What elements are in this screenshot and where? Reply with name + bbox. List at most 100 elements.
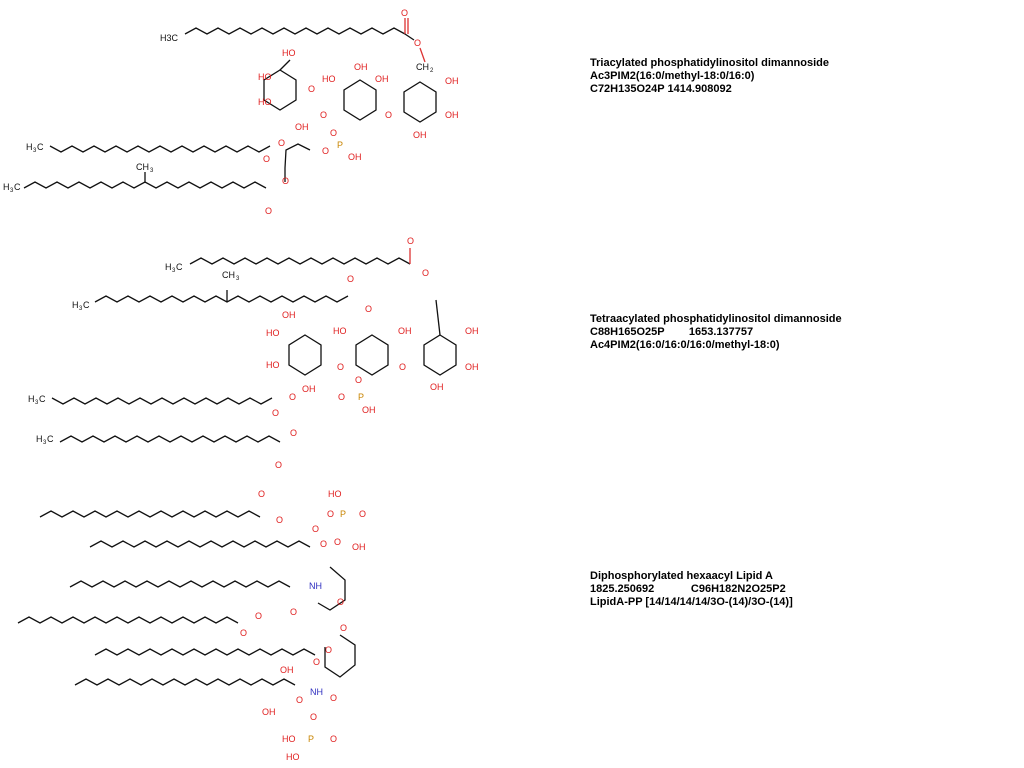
acyl-chain-1 [189,257,411,265]
svg-text:HO: HO [258,72,272,82]
svg-text:3: 3 [43,440,47,446]
svg-text:OH: OH [302,384,316,394]
svg-text:2: 2 [430,68,434,74]
glucosamine-2 [324,634,356,678]
caption-ac3pim2: Triacylated phosphatidylinositol dimanno… [590,57,829,96]
svg-text:OH: OH [413,130,427,140]
molecule-formula-mass: 1825.250692 C96H182N2O25P2 [590,583,786,595]
svg-text:O: O [275,460,282,470]
svg-text:O: O [355,375,362,385]
svg-text:H: H [28,394,35,404]
svg-text:O: O [334,537,341,547]
svg-text:3: 3 [10,188,14,194]
svg-text:O: O [272,408,279,418]
svg-text:OH: OH [445,110,459,120]
svg-text:HO: HO [322,74,336,84]
svg-text:O: O [240,628,247,638]
svg-text:CH: CH [222,270,235,280]
svg-text:C: C [14,182,21,192]
svg-text:H: H [3,182,10,192]
svg-text:3: 3 [236,276,240,282]
svg-text:O: O [399,362,406,372]
acyl-chain-3 [51,397,273,405]
svg-text:OH: OH [445,76,459,86]
methyl-label: H3C [160,33,179,43]
lipid-chain-3 [69,580,291,588]
svg-text:O: O [255,611,262,621]
svg-text:O: O [340,623,347,633]
lipid-chain-1 [39,510,261,518]
molecule-shorthand: Ac3PIM2(16:0/methyl-18:0/16:0) [590,70,755,82]
molecule-name: Triacylated phosphatidylinositol dimanno… [590,57,829,69]
svg-text:HO: HO [258,97,272,107]
caption-ac4pim2: Tetraacylated phosphatidylinositol diman… [590,313,842,352]
svg-text:OH: OH [262,707,276,717]
svg-text:O: O [414,38,421,48]
nh-label: NH [309,581,322,591]
svg-text:O: O [312,524,319,534]
svg-text:O: O [337,362,344,372]
svg-text:H: H [26,142,33,152]
acyl-chain-4 [59,435,281,443]
acyl-chain-2-branched [94,295,349,303]
svg-text:O: O [258,489,265,499]
svg-text:H: H [72,300,79,310]
svg-text:O: O [265,206,272,216]
svg-text:HO: HO [328,489,342,499]
molecule-name: Diphosphorylated hexaacyl Lipid A [590,570,773,582]
svg-text:CH: CH [136,162,149,172]
svg-text:C: C [47,434,54,444]
svg-text:O: O [325,645,332,655]
svg-text:O: O [313,657,320,667]
acyl-chain-top [184,27,406,35]
svg-text:P: P [358,392,364,402]
svg-text:O: O [401,8,408,18]
svg-text:HO: HO [266,360,280,370]
svg-text:O: O [320,110,327,120]
svg-text:HO: HO [333,326,347,336]
svg-text:3: 3 [35,400,39,406]
svg-text:CH: CH [416,62,429,72]
svg-text:3: 3 [172,268,176,274]
molecule-shorthand: Ac4PIM2(16:0/16:0/16:0/methyl-18:0) [590,339,780,351]
svg-text:HO: HO [282,48,296,58]
svg-text:OH: OH [354,62,368,72]
svg-text:OH: OH [282,310,296,320]
svg-text:OH: OH [375,74,389,84]
svg-text:O: O [327,509,334,519]
svg-text:OH: OH [398,326,412,336]
svg-text:C: C [83,300,90,310]
svg-text:O: O [385,110,392,120]
svg-text:O: O [290,607,297,617]
svg-text:OH: OH [348,152,362,162]
svg-text:O: O [290,428,297,438]
svg-text:O: O [308,84,315,94]
lipid-chain-4 [17,616,239,624]
lipid-chain-5 [94,648,316,656]
svg-text:O: O [407,236,414,246]
svg-text:O: O [296,695,303,705]
svg-text:O: O [338,392,345,402]
lipid-chain-6 [74,678,296,686]
svg-text:C: C [176,262,183,272]
lipid-chain-2 [89,540,311,548]
acyl-chain-mid [49,145,271,153]
acyl-chain-branched [23,181,267,189]
svg-text:O: O [365,304,372,314]
svg-text:O: O [322,146,329,156]
svg-text:O: O [347,274,354,284]
molecule-formula-mass: C88H165O25P 1653.137757 [590,326,754,338]
svg-text:O: O [359,509,366,519]
svg-text:O: O [330,693,337,703]
svg-text:O: O [263,154,270,164]
svg-text:H: H [36,434,43,444]
svg-text:3: 3 [79,306,83,312]
svg-text:O: O [320,539,327,549]
svg-text:OH: OH [295,122,309,132]
svg-text:O: O [276,515,283,525]
svg-text:HO: HO [282,734,296,744]
svg-text:O: O [422,268,429,278]
molecule-shorthand: LipidA-PP [14/14/14/14/3O-(14)/3O-(14)] [590,596,793,608]
